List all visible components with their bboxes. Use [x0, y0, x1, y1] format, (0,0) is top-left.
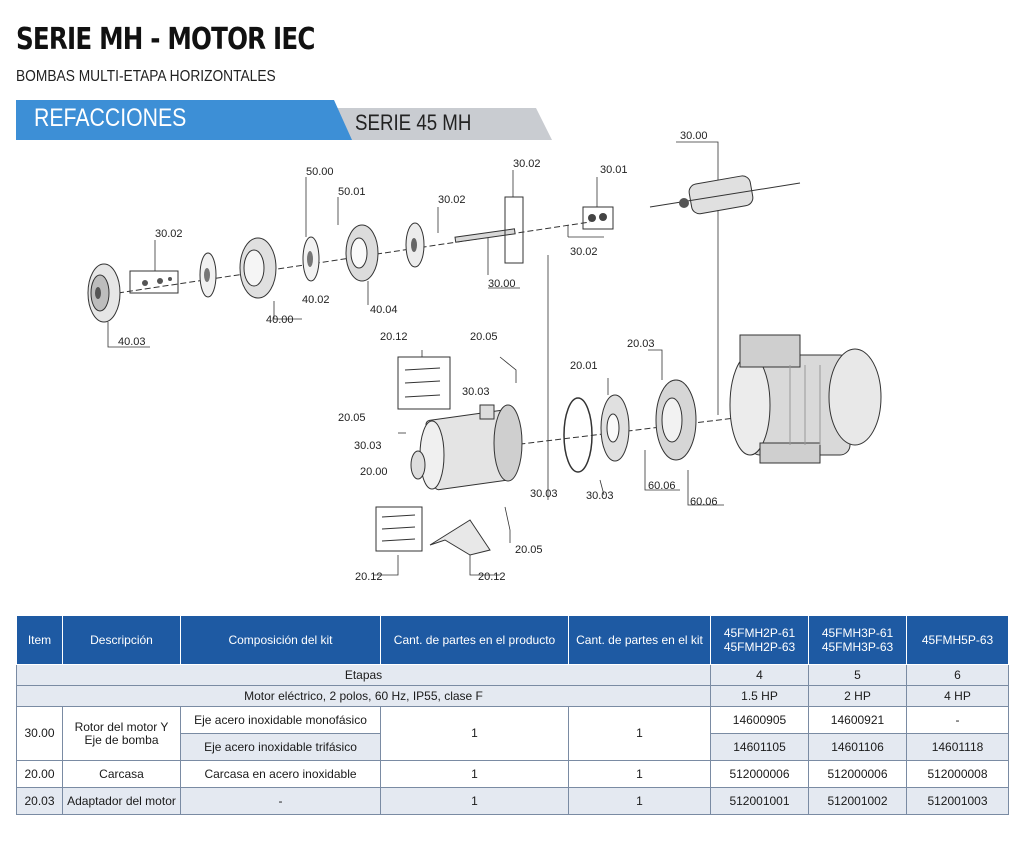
cell-m1: 512001001 — [710, 787, 809, 815]
etapas-m3: 6 — [906, 664, 1009, 686]
table-header-row: Item Descripción Composición del kit Can… — [16, 615, 1009, 665]
label-20-12-c: 20.12 — [478, 571, 506, 583]
banner-tab-serie: SERIE 45 MH — [355, 110, 472, 135]
table-row-motor: Motor eléctrico, 2 polos, 60 Hz, IP55, c… — [16, 685, 1009, 707]
cell-m1: 14601105 — [710, 733, 809, 761]
electric-motor — [729, 334, 882, 464]
page-title: SERIE MH - MOTOR IEC — [16, 22, 315, 57]
model-2-line-2: 45FMH3P-63 — [821, 640, 894, 654]
rotor-part — [649, 175, 801, 215]
cell-m2: 512001002 — [808, 787, 907, 815]
label-40-03: 40.03 — [118, 336, 146, 348]
cell-qty-product: 1 — [380, 787, 569, 815]
cell-kit: - — [180, 787, 381, 815]
etapas-m2: 5 — [808, 664, 907, 686]
header-qty-kit: Cant. de partes en el kit — [568, 615, 711, 665]
label-30-03-c: 30.03 — [530, 488, 558, 500]
label-30-01: 30.01 — [600, 164, 628, 176]
exploded-parts-diagram: 30.00 50.00 50.01 30.02 30.02 30.01 30.0… — [87, 130, 882, 583]
end-cover-part — [87, 263, 121, 323]
label-20-05-a: 20.05 — [470, 331, 498, 343]
label-40-02: 40.02 — [302, 294, 330, 306]
table-row-20-00: 20.00 Carcasa Carcasa en acero inoxidabl… — [16, 760, 1009, 788]
cell-qty-product: 1 — [380, 706, 569, 761]
table-row-30-00-b: Eje acero inoxidable trifásico 14601105 … — [17, 733, 1009, 761]
cell-kit: Eje acero inoxidable trifásico — [180, 733, 381, 761]
header-item: Item — [16, 615, 63, 665]
label-20-03: 20.03 — [627, 338, 655, 350]
label-30-02-d: 30.02 — [570, 246, 598, 258]
label-30-02-b: 30.02 — [513, 158, 541, 170]
label-20-05-b: 20.05 — [338, 412, 366, 424]
label-20-12-a: 20.12 — [380, 331, 408, 343]
cell-description: Adaptador del motor — [62, 787, 181, 815]
cell-m3: - — [906, 706, 1009, 734]
label-30-00-mid: 30.00 — [488, 278, 516, 290]
cell-qty-kit: 1 — [568, 706, 711, 761]
model-2-line-1: 45FMH3P-61 — [821, 626, 894, 640]
page-subtitle: BOMBAS MULTI-ETAPA HORIZONTALES — [16, 68, 276, 85]
parts-table: Item Descripción Composición del kit Can… — [16, 615, 1009, 815]
cell-item: 30.00 — [16, 706, 63, 761]
section-banner — [16, 100, 552, 140]
motor-m3: 4 HP — [906, 685, 1009, 707]
cell-item: 20.03 — [16, 787, 63, 815]
label-60-06-a: 60.06 — [648, 480, 676, 492]
label-40-00: 40.00 — [266, 314, 294, 326]
cell-kit: Carcasa en acero inoxidable — [180, 760, 381, 788]
cell-m3: 14601118 — [906, 733, 1009, 761]
motor-label: Motor eléctrico, 2 polos, 60 Hz, IP55, c… — [16, 685, 711, 707]
label-30-00-top: 30.00 — [680, 130, 708, 142]
label-20-05-c: 20.05 — [515, 544, 543, 556]
label-30-03-a: 30.03 — [462, 386, 490, 398]
table-row-30-00-a: 30.00 Rotor del motor Y Eje de bomba Eje… — [16, 706, 1009, 761]
label-30-03-d: 30.03 — [586, 490, 614, 502]
table-row-20-03: 20.03 Adaptador del motor - 1 1 51200100… — [16, 787, 1009, 815]
cell-qty-kit: 1 — [568, 760, 711, 788]
label-30-03-b: 30.03 — [354, 440, 382, 452]
etapas-m1: 4 — [710, 664, 809, 686]
banner-tab-refacciones: REFACCIONES — [34, 104, 187, 132]
header-kit-composition: Composición del kit — [180, 615, 381, 665]
cell-item: 20.00 — [16, 760, 63, 788]
motor-m2: 2 HP — [808, 685, 907, 707]
cell-description: Carcasa — [62, 760, 181, 788]
casing-part — [410, 404, 523, 491]
model-1-line-2: 45FMH2P-63 — [723, 640, 796, 654]
cell-m1: 14600905 — [710, 706, 809, 734]
header-description: Descripción — [62, 615, 181, 665]
etapas-label: Etapas — [16, 664, 711, 686]
cell-m1: 512000006 — [710, 760, 809, 788]
label-60-06-b: 60.06 — [690, 496, 718, 508]
label-50-01: 50.01 — [338, 186, 366, 198]
cell-m2: 14601106 — [808, 733, 907, 761]
cell-m2: 14600921 — [808, 706, 907, 734]
label-30-02-c: 30.02 — [155, 228, 183, 240]
label-40-04: 40.04 — [370, 304, 398, 316]
label-20-00: 20.00 — [360, 466, 388, 478]
cell-m3: 512000008 — [906, 760, 1009, 788]
label-30-02-a: 30.02 — [438, 194, 466, 206]
label-20-12-b: 20.12 — [355, 571, 383, 583]
cell-kit: Eje acero inoxidable monofásico — [180, 706, 381, 734]
cell-qty-product: 1 — [380, 760, 569, 788]
header-qty-product: Cant. de partes en el producto — [380, 615, 569, 665]
cell-description: Rotor del motor Y Eje de bomba — [62, 706, 181, 761]
model-1-line-1: 45FMH2P-61 — [723, 626, 796, 640]
cell-m3: 512001003 — [906, 787, 1009, 815]
label-50-00: 50.00 — [306, 166, 334, 178]
motor-m1: 1.5 HP — [710, 685, 809, 707]
cell-qty-kit: 1 — [568, 787, 711, 815]
label-20-01: 20.01 — [570, 360, 598, 372]
header-model-3: 45FMH5P-63 — [906, 615, 1009, 665]
table-row-etapas: Etapas 4 5 6 — [16, 664, 1009, 686]
cell-m2: 512000006 — [808, 760, 907, 788]
